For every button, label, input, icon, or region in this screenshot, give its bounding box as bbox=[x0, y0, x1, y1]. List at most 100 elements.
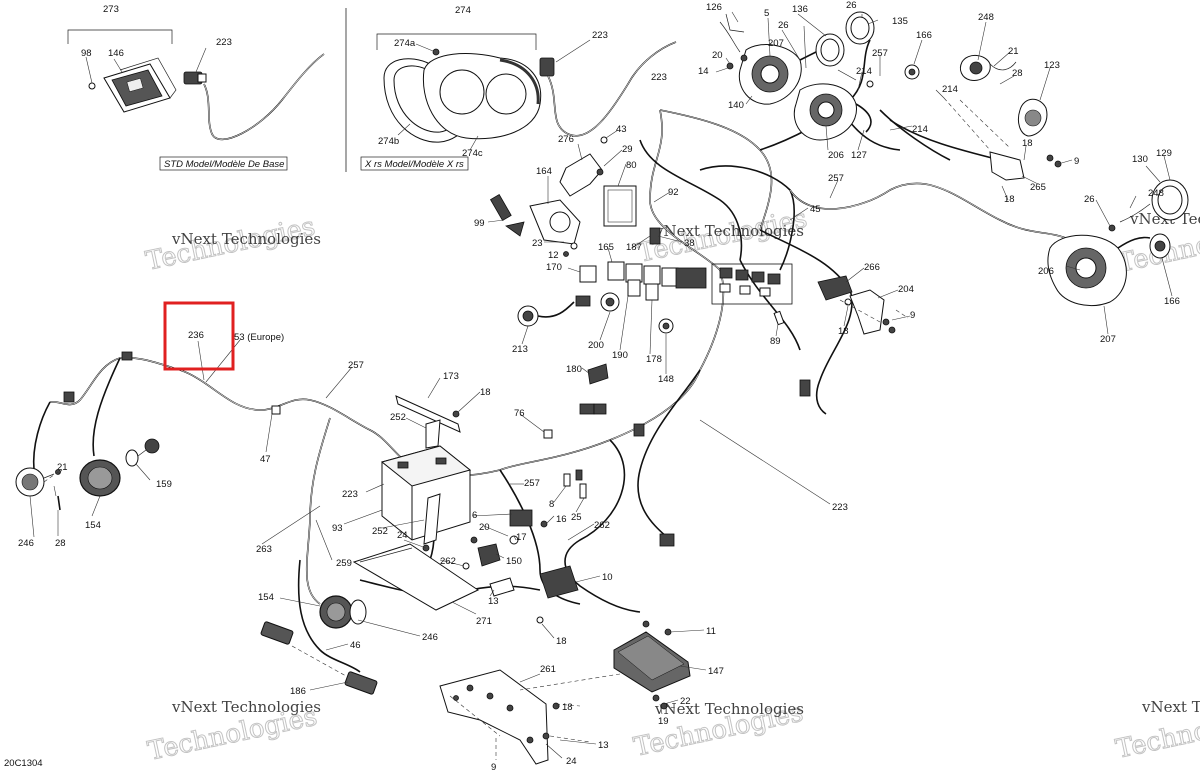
callout-207[interactable]: 207 bbox=[1100, 334, 1116, 345]
callout-93[interactable]: 93 bbox=[332, 523, 343, 534]
callout-170[interactable]: 170 bbox=[546, 262, 562, 273]
callout-263[interactable]: 263 bbox=[256, 544, 272, 555]
callout-99[interactable]: 99 bbox=[474, 218, 485, 229]
callout-80[interactable]: 80 bbox=[626, 160, 637, 171]
callout-18[interactable]: 18 bbox=[838, 326, 849, 337]
highlight-box-236[interactable] bbox=[163, 301, 235, 371]
callout-223[interactable]: 223 bbox=[832, 502, 848, 513]
callout-206[interactable]: 206 bbox=[1038, 266, 1054, 277]
callout-274a[interactable]: 274a bbox=[394, 38, 416, 49]
callout-257[interactable]: 257 bbox=[348, 360, 364, 371]
callout-28[interactable]: 28 bbox=[1012, 68, 1023, 79]
callout-252[interactable]: 252 bbox=[390, 412, 406, 423]
callout-262[interactable]: 262 bbox=[594, 520, 610, 531]
callout-248[interactable]: 248 bbox=[1148, 188, 1164, 199]
callout-9[interactable]: 9 bbox=[910, 310, 915, 321]
callout-22[interactable]: 22 bbox=[680, 696, 691, 707]
callout-166[interactable]: 166 bbox=[1164, 296, 1180, 307]
callout-214[interactable]: 214 bbox=[856, 66, 872, 77]
callout-190[interactable]: 190 bbox=[612, 350, 628, 361]
callout-28[interactable]: 28 bbox=[55, 538, 66, 549]
callout-147[interactable]: 147 bbox=[708, 666, 724, 677]
callout-252[interactable]: 252 bbox=[372, 526, 388, 537]
callout-207[interactable]: 207 bbox=[768, 38, 784, 49]
callout-89[interactable]: 89 bbox=[770, 336, 781, 347]
callout-223[interactable]: 223 bbox=[216, 37, 232, 48]
callout-19[interactable]: 19 bbox=[658, 716, 669, 727]
callout-18[interactable]: 18 bbox=[1022, 138, 1033, 149]
callout-12[interactable]: 12 bbox=[548, 250, 559, 261]
callout-257[interactable]: 257 bbox=[524, 478, 540, 489]
callout-5[interactable]: 5 bbox=[764, 8, 769, 19]
callout-223[interactable]: 223 bbox=[592, 30, 608, 41]
callout-129[interactable]: 129 bbox=[1156, 148, 1172, 159]
callout-261[interactable]: 261 bbox=[540, 664, 556, 675]
callout-123[interactable]: 123 bbox=[1044, 60, 1060, 71]
callout-92[interactable]: 92 bbox=[668, 187, 679, 198]
callout-21[interactable]: 21 bbox=[57, 462, 68, 473]
callout-11[interactable]: 11 bbox=[706, 626, 716, 637]
callout-13[interactable]: 13 bbox=[488, 596, 499, 607]
callout-136[interactable]: 136 bbox=[792, 4, 808, 15]
callout-26[interactable]: 26 bbox=[1084, 194, 1095, 205]
callout-178[interactable]: 178 bbox=[646, 354, 662, 365]
callout-154[interactable]: 154 bbox=[258, 592, 274, 603]
callout-187[interactable]: 187 bbox=[626, 242, 642, 253]
callout-20[interactable]: 20 bbox=[479, 522, 490, 533]
callout-46[interactable]: 46 bbox=[350, 640, 361, 651]
callout-148[interactable]: 148 bbox=[658, 374, 674, 385]
callout-43[interactable]: 43 bbox=[616, 124, 627, 135]
callout-186[interactable]: 186 bbox=[290, 686, 306, 697]
callout-274[interactable]: 274 bbox=[455, 5, 471, 16]
callout-10[interactable]: 10 bbox=[602, 572, 613, 583]
callout-9[interactable]: 9 bbox=[491, 762, 496, 773]
callout-18[interactable]: 18 bbox=[562, 702, 573, 713]
callout-166[interactable]: 166 bbox=[916, 30, 932, 41]
callout-17[interactable]: 17 bbox=[516, 532, 527, 543]
callout-6[interactable]: 6 bbox=[472, 510, 477, 521]
callout-23[interactable]: 23 bbox=[532, 238, 543, 249]
callout-38[interactable]: 38 bbox=[684, 238, 695, 249]
callout-130[interactable]: 130 bbox=[1132, 154, 1148, 165]
callout-126[interactable]: 126 bbox=[706, 2, 722, 13]
callout-135[interactable]: 135 bbox=[892, 16, 908, 27]
callout-164[interactable]: 164 bbox=[536, 166, 552, 177]
callout-45[interactable]: 45 bbox=[810, 204, 821, 215]
callout-24[interactable]: 24 bbox=[397, 530, 408, 541]
callout-53-europe[interactable]: 53 (Europe) bbox=[234, 332, 284, 343]
callout-14[interactable]: 14 bbox=[698, 66, 709, 77]
callout-140[interactable]: 140 bbox=[728, 100, 744, 111]
callout-271[interactable]: 271 bbox=[476, 616, 492, 627]
callout-274b[interactable]: 274b bbox=[378, 136, 399, 147]
callout-47[interactable]: 47 bbox=[260, 454, 271, 465]
callout-262[interactable]: 262 bbox=[440, 556, 456, 567]
callout-8[interactable]: 8 bbox=[549, 499, 554, 510]
callout-26[interactable]: 26 bbox=[778, 20, 789, 31]
callout-236[interactable]: 236 bbox=[188, 330, 204, 341]
callout-173[interactable]: 173 bbox=[443, 371, 459, 382]
callout-29[interactable]: 29 bbox=[622, 144, 633, 155]
callout-21[interactable]: 21 bbox=[1008, 46, 1019, 57]
callout-273[interactable]: 273 bbox=[103, 4, 119, 15]
callout-165[interactable]: 165 bbox=[598, 242, 614, 253]
callout-154[interactable]: 154 bbox=[85, 520, 101, 531]
callout-24[interactable]: 24 bbox=[566, 756, 577, 767]
callout-206[interactable]: 206 bbox=[828, 150, 844, 161]
callout-213[interactable]: 213 bbox=[512, 344, 528, 355]
callout-276[interactable]: 276 bbox=[558, 134, 574, 145]
callout-98[interactable]: 98 bbox=[81, 48, 92, 59]
callout-26[interactable]: 26 bbox=[846, 0, 857, 11]
callout-265[interactable]: 265 bbox=[1030, 182, 1046, 193]
callout-127[interactable]: 127 bbox=[851, 150, 867, 161]
callout-257[interactable]: 257 bbox=[828, 173, 844, 184]
callout-18[interactable]: 18 bbox=[556, 636, 567, 647]
callout-150[interactable]: 150 bbox=[506, 556, 522, 567]
callout-16[interactable]: 16 bbox=[556, 514, 567, 525]
callout-246[interactable]: 246 bbox=[18, 538, 34, 549]
callout-200[interactable]: 200 bbox=[588, 340, 604, 351]
callout-274c[interactable]: 274c bbox=[462, 148, 483, 159]
callout-18[interactable]: 18 bbox=[1004, 194, 1015, 205]
callout-180[interactable]: 180 bbox=[566, 364, 582, 375]
callout-146[interactable]: 146 bbox=[108, 48, 124, 59]
callout-214[interactable]: 214 bbox=[912, 124, 928, 135]
